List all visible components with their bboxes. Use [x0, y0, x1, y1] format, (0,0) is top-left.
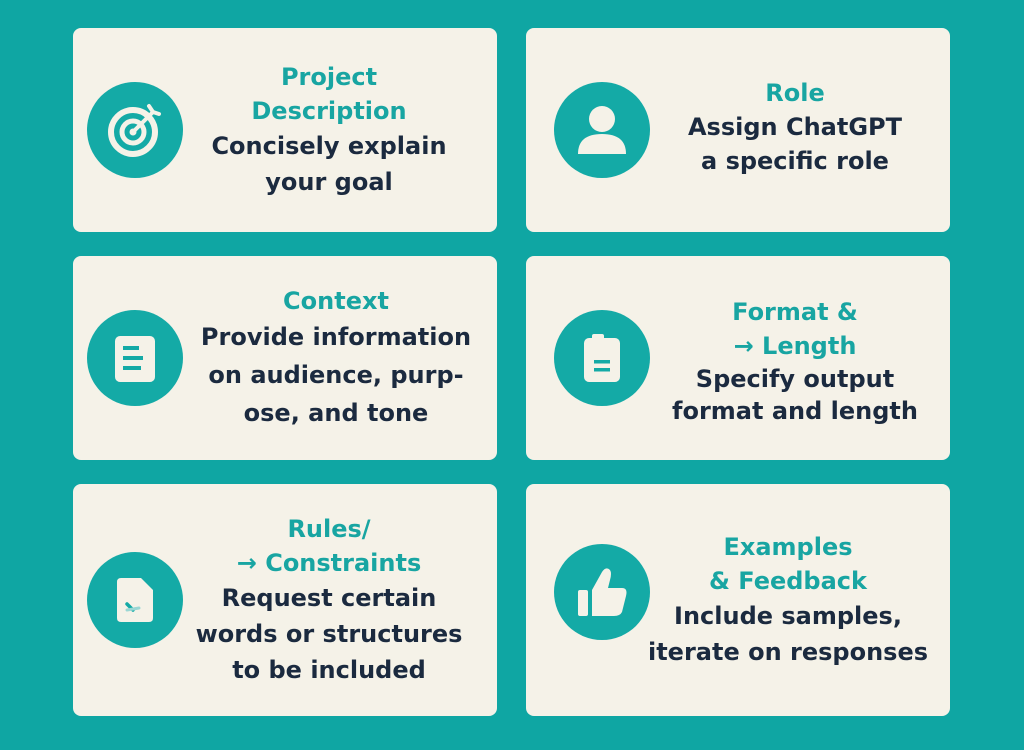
card-context: Context Provide information on audience,… [73, 256, 497, 460]
target-icon [87, 82, 183, 178]
card-description: Assign ChatGPT [687, 113, 903, 141]
card-format-length: Format & → Length Specify output format … [526, 256, 950, 460]
card-project-description: Project Description Concisely explain yo… [73, 28, 497, 232]
card-examples-feedback: Examples & Feedback Include samples, ite… [526, 484, 950, 716]
note-icon [87, 552, 183, 648]
card-title: Context [283, 287, 389, 315]
card-title: Project [280, 63, 378, 91]
user-icon [554, 82, 650, 178]
card-description: on audience, purp- [208, 361, 464, 389]
card-role: Role Assign ChatGPT a specific role [526, 28, 950, 232]
card-description: Provide information [200, 323, 472, 351]
card-title: Description [251, 97, 407, 125]
document-icon [87, 310, 183, 406]
card-title: Format & [732, 298, 858, 326]
card-description: Concisely explain [211, 132, 447, 160]
card-title: → Constraints [236, 549, 422, 577]
card-description: Request certain [221, 584, 437, 612]
card-description: a specific role [701, 147, 889, 175]
thumbs-up-icon [554, 544, 650, 640]
card-description: to be included [232, 656, 426, 684]
card-rules-constraints: Rules/ → Constraints Request certain wor… [73, 484, 497, 716]
card-description: Include samples, [674, 602, 902, 630]
card-title: → Length [733, 332, 857, 360]
card-title: Rules/ [287, 515, 371, 543]
card-description: your goal [265, 168, 393, 196]
card-title: Examples [723, 533, 853, 561]
card-description: Specify output [695, 365, 895, 393]
card-title: & Feedback [708, 567, 867, 595]
card-description: format and length [672, 397, 918, 425]
card-description: ose, and tone [243, 399, 429, 427]
card-description: words or structures [195, 620, 463, 648]
card-title: Role [765, 79, 825, 107]
card-description: iterate on responses [647, 638, 929, 666]
page-icon [554, 310, 650, 406]
